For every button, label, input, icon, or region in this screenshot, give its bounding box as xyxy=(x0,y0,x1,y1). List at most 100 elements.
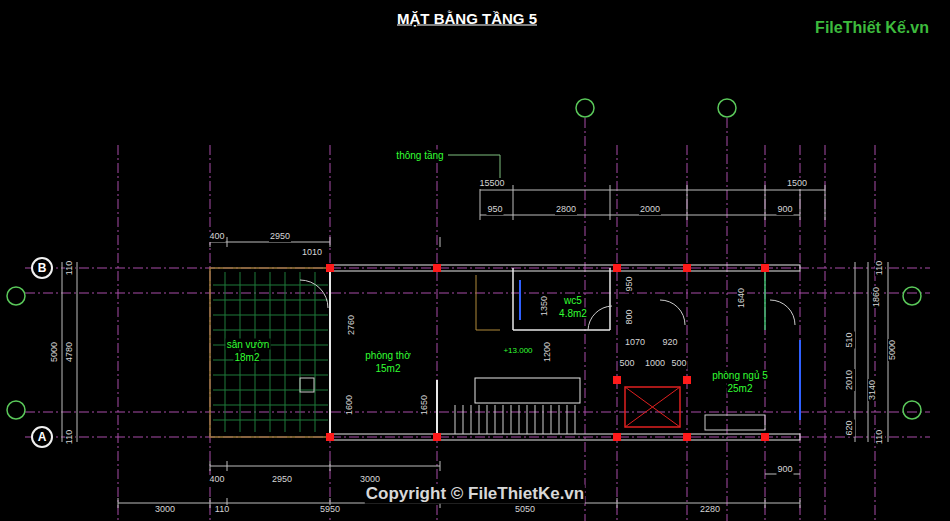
extension-line xyxy=(227,237,228,247)
dimension-text: 2950 xyxy=(271,475,293,485)
interior-wall xyxy=(513,329,610,331)
dimension-text: 4780 xyxy=(65,341,75,363)
dimension-text: 2000 xyxy=(639,205,661,215)
axis-bubble xyxy=(718,99,736,117)
column xyxy=(761,433,769,441)
floor-tile xyxy=(270,272,271,432)
column xyxy=(613,433,621,441)
grid-axis xyxy=(437,145,438,521)
grid-bubble: B xyxy=(31,257,53,279)
dimension-text: 5000 xyxy=(50,341,60,363)
grid-bubble: A xyxy=(31,426,53,448)
floor-tile xyxy=(213,390,328,391)
stair-tread xyxy=(455,405,456,434)
elevator-shaft xyxy=(625,387,680,427)
dimension-text: 510 xyxy=(845,331,855,348)
grid-axis xyxy=(25,412,930,413)
grid-axis xyxy=(687,145,688,521)
extension-line xyxy=(440,461,441,471)
extension-line xyxy=(118,498,119,508)
window-frame xyxy=(519,280,521,320)
grid-axis xyxy=(765,145,766,521)
dimension-text: 1070 xyxy=(624,338,646,348)
column xyxy=(326,433,334,441)
stair-tread xyxy=(519,405,520,434)
dimension-text: 5050 xyxy=(514,505,536,515)
column xyxy=(761,264,769,272)
dimension-text: 620 xyxy=(845,419,855,436)
bed-symbol xyxy=(705,415,765,430)
interior-wall xyxy=(512,268,514,330)
void-outline xyxy=(476,330,500,331)
grid-axis xyxy=(25,268,930,269)
stair-tread xyxy=(503,405,504,434)
floor-tile xyxy=(213,285,328,286)
door-frame xyxy=(764,268,766,330)
dimension-text: 3140 xyxy=(868,379,878,401)
dimension-line xyxy=(868,262,869,442)
room-label: 18m2 xyxy=(233,352,260,363)
dimension-text: 950 xyxy=(486,205,503,215)
grid-axis xyxy=(800,145,801,521)
dimension-text: 110 xyxy=(65,429,75,445)
extension-line xyxy=(610,185,611,220)
stair-tread xyxy=(479,405,480,434)
floor-tile xyxy=(213,360,328,361)
grid-axis xyxy=(585,118,586,521)
extension-line xyxy=(440,237,441,247)
stair-tread xyxy=(511,405,512,434)
stair-landing xyxy=(475,378,580,403)
dimension-text: 500 xyxy=(618,359,635,369)
grid-axis xyxy=(617,145,618,521)
floor-tile xyxy=(213,330,328,331)
extension-line xyxy=(825,185,826,220)
door-swing xyxy=(770,300,795,325)
stair-tread xyxy=(551,405,552,434)
dimension-text: 400 xyxy=(208,232,225,242)
axis-bubble xyxy=(7,287,25,305)
dimension-text: 900 xyxy=(776,465,793,475)
extension-line xyxy=(330,237,331,247)
plan-title: MẶT BẰNG TẦNG 5 xyxy=(397,10,537,27)
dimension-text: 2760 xyxy=(347,314,357,336)
dimension-text: 2800 xyxy=(555,205,577,215)
floor-tile xyxy=(213,375,328,376)
axis-bubble xyxy=(576,99,594,117)
stair-tread xyxy=(567,405,568,434)
room-label: thông tầng xyxy=(395,150,444,161)
extension-line xyxy=(765,498,766,508)
extension-line xyxy=(480,185,481,220)
dimension-text: 900 xyxy=(776,205,793,215)
floor-tile xyxy=(213,300,328,301)
dimension-line xyxy=(480,190,825,191)
floor-tile xyxy=(285,272,286,432)
elevator-shaft xyxy=(625,387,680,427)
grid-axis xyxy=(825,145,826,521)
column xyxy=(683,264,691,272)
door-swing xyxy=(588,306,612,330)
stair-tread xyxy=(463,405,464,434)
elevator-shaft xyxy=(625,387,680,427)
dimension-text: 920 xyxy=(661,338,678,348)
copyright-watermark: Copyright © FileThietKe.vn xyxy=(365,485,585,504)
interior-wall xyxy=(329,268,331,437)
extension-line xyxy=(513,185,514,220)
stair-tread xyxy=(543,405,544,434)
level-mark: +13.000 xyxy=(502,347,533,356)
floor-tile xyxy=(300,272,301,432)
grid-axis xyxy=(25,437,930,438)
stair-tread xyxy=(487,405,488,434)
extension-line xyxy=(330,461,331,471)
dimension-line xyxy=(855,262,856,442)
column xyxy=(613,264,621,272)
grid-letter: A xyxy=(38,431,47,443)
dimension-text: 3000 xyxy=(359,475,381,485)
floor-tile xyxy=(225,272,226,432)
column xyxy=(433,433,441,441)
extension-line xyxy=(800,498,801,508)
column xyxy=(326,264,334,272)
window-frame xyxy=(799,340,801,420)
door-swing xyxy=(660,300,685,325)
dimension-text: 110 xyxy=(65,260,75,276)
